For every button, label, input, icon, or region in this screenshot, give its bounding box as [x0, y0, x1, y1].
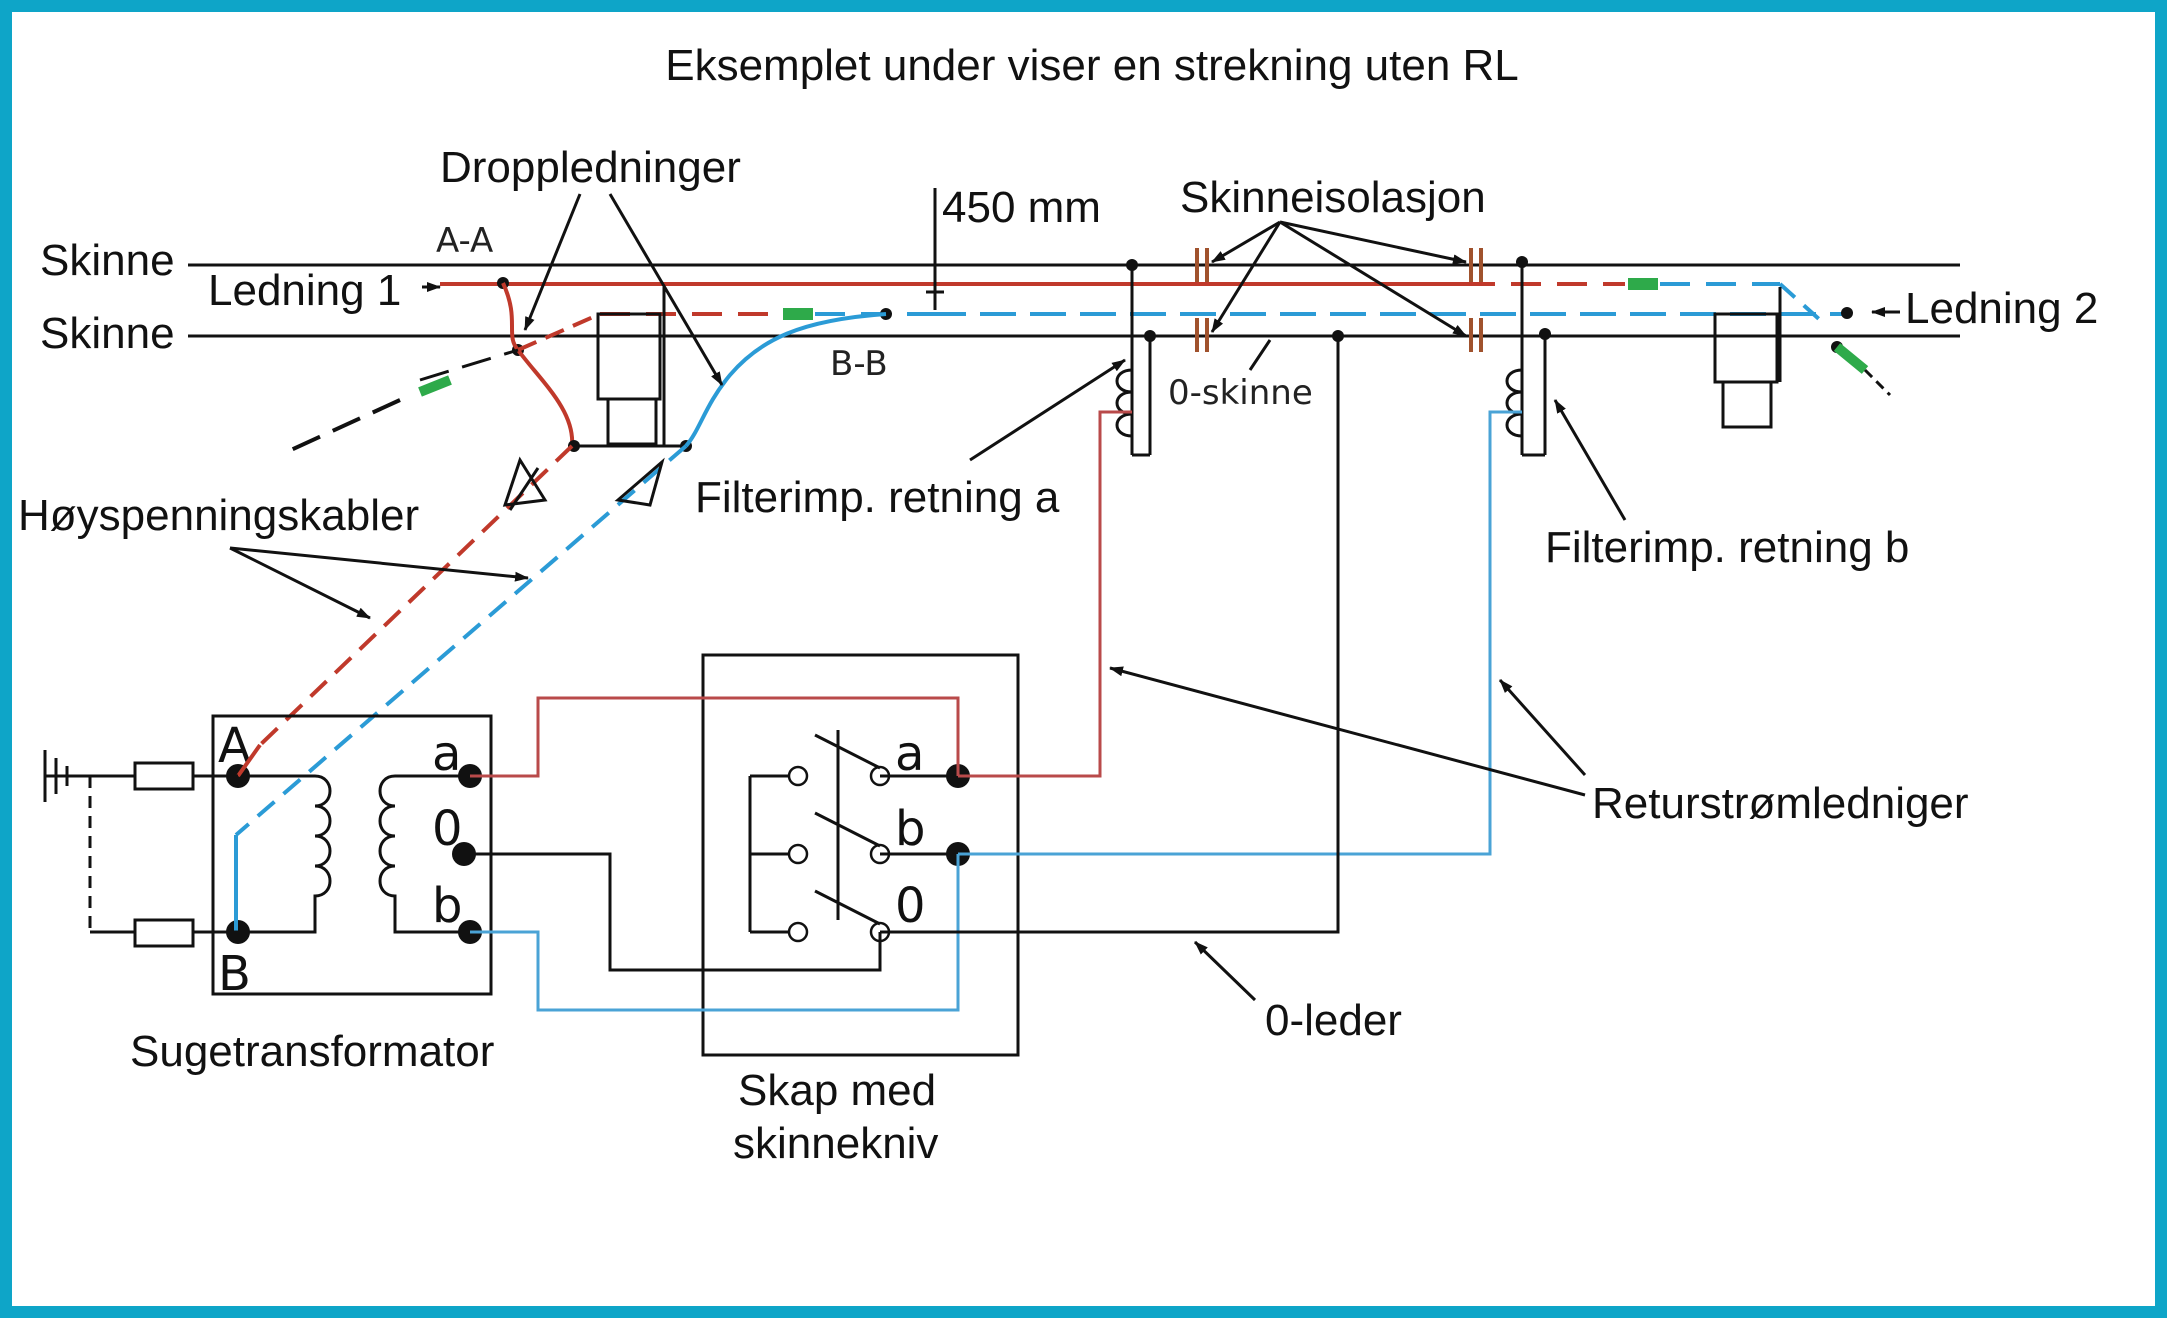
- ledning2-cable-stub: [1863, 368, 1892, 397]
- skinneisolasjon-label: Skinneisolasjon: [1180, 173, 1486, 222]
- nullskinne-pointer: [1248, 339, 1272, 371]
- ledning2-end-node: [1841, 307, 1853, 319]
- filter-b-coil: [1505, 368, 1523, 438]
- switch-contact-b-left: [787, 843, 809, 865]
- isol-arrow-3: [1279, 220, 1467, 265]
- hv-red-to-A: [236, 743, 262, 778]
- mm450-label: 450 mm: [942, 183, 1101, 232]
- connector-left-cable: [418, 375, 452, 397]
- terminal-B: B: [218, 946, 251, 1002]
- rail-insulators: [1195, 248, 1483, 352]
- pole-box-right-top: [1713, 312, 1779, 384]
- red-dropper-branch: [517, 312, 601, 352]
- ledning1-label: Ledning 1: [208, 266, 401, 315]
- zero-conductor: [880, 336, 1340, 934]
- cable-termination-red: [502, 456, 548, 511]
- hv-cable-blue: [234, 444, 688, 837]
- returstrom-label: Returstrømledniger: [1592, 779, 1969, 828]
- droppledninger-arrow-1: [523, 193, 582, 331]
- wire-trafo-b: [470, 854, 960, 1012]
- skap-label-1: Skap med: [738, 1066, 936, 1115]
- arrester-bottom: [133, 918, 195, 948]
- ledning2-label: Ledning 2: [1905, 284, 2098, 333]
- pole-box-left-bottom: [606, 397, 658, 446]
- nullleder-label: 0-leder: [1265, 996, 1402, 1045]
- filter-b-arrow: [1553, 399, 1627, 521]
- nullleder-arrow: [1193, 940, 1257, 1002]
- switch-label-a: a: [895, 726, 924, 782]
- cable-termination-blue: [614, 457, 665, 507]
- filter-b-label: Filterimp. retning b: [1545, 523, 1909, 572]
- filter-a-arrow: [969, 358, 1126, 462]
- return-wire-a: [958, 410, 1132, 778]
- wire-trafo-zero: [464, 852, 882, 972]
- aa-label: A-A: [436, 221, 493, 261]
- secondary-coil: [378, 774, 470, 934]
- arrester-top: [133, 761, 195, 791]
- filter-a-label: Filterimp. retning a: [695, 473, 1060, 522]
- pole-box-right-bottom: [1721, 380, 1773, 429]
- left-cable-dashed-outer: [279, 398, 401, 457]
- diagram-title: Eksemplet under viser en strekning uten …: [665, 41, 1519, 90]
- droppledninger-arrow-2: [608, 193, 724, 386]
- filter-a-coil: [1115, 368, 1133, 438]
- returstrom-arrow-1: [1109, 666, 1586, 797]
- switch-contact-zero-left: [787, 921, 809, 943]
- left-cable-dashed: [419, 348, 519, 382]
- sugetrafo-label: Sugetransformator: [130, 1027, 494, 1076]
- droppledninger-label: Droppledninger: [440, 143, 741, 192]
- switch-contact-a-left: [787, 765, 809, 787]
- bb-label: B-B: [830, 344, 888, 384]
- primary-coil: [238, 774, 332, 934]
- nullskinne-label: 0-skinne: [1168, 373, 1313, 413]
- switch-label-b: b: [895, 801, 925, 857]
- hv-arrow-2: [229, 546, 529, 582]
- isol-arrow-2: [1210, 221, 1282, 333]
- switch-blade-zero: [814, 889, 881, 926]
- isol-arrow-4: [1279, 220, 1467, 338]
- wire-trafo-a: [470, 696, 960, 778]
- switch-blade-b: [814, 811, 881, 848]
- terminal-b: b: [432, 878, 462, 934]
- switch-label-zero: 0: [895, 878, 926, 934]
- red-dropper: [501, 282, 575, 447]
- rail-bottom-label: Skinne: [40, 309, 175, 358]
- skap-label-2: skinnekniv: [733, 1119, 938, 1168]
- rail-top-label: Skinne: [40, 236, 175, 285]
- isol-arrow-1: [1211, 220, 1281, 264]
- connector-ledning1: [1628, 278, 1658, 290]
- switch-blade-a: [814, 733, 881, 770]
- pole-box-left-top: [596, 312, 662, 401]
- terminal-a: a: [432, 726, 461, 782]
- hv-arrow-1: [229, 546, 371, 620]
- connector-ledning2-left: [783, 308, 813, 320]
- return-wire-b: [958, 410, 1522, 856]
- blue-dropper: [684, 312, 887, 448]
- hoyspenning-label: Høyspenningskabler: [18, 491, 419, 540]
- connector-ledning2-right: [1833, 343, 1869, 374]
- returstrom-arrow-2: [1498, 678, 1587, 777]
